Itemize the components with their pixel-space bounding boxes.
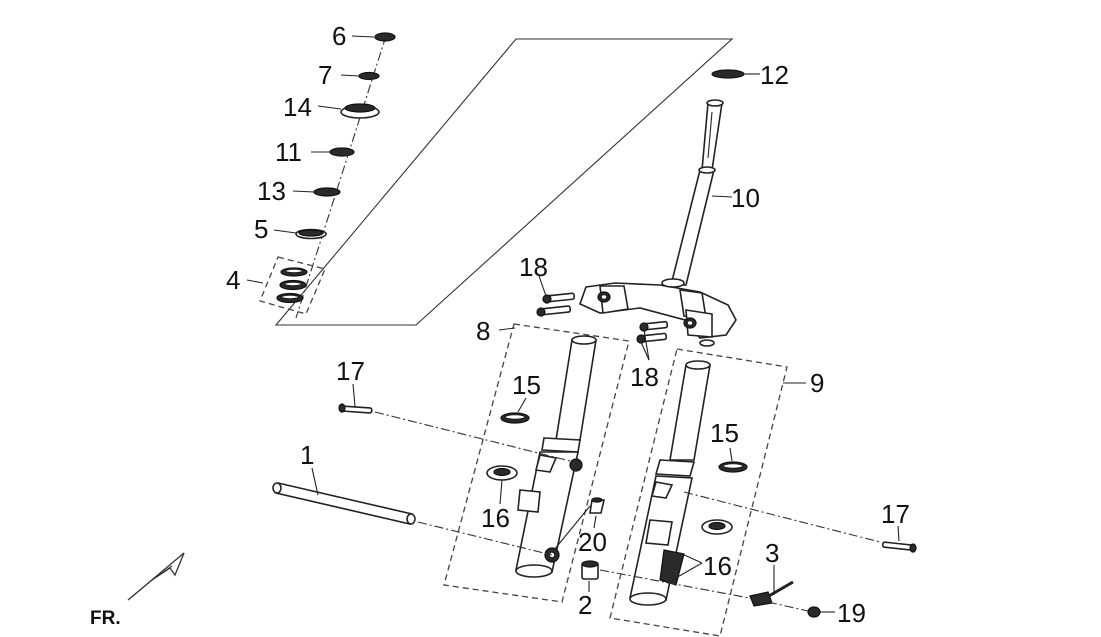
label-part-15-right: 15 <box>710 418 739 448</box>
o-ring-part-15-left <box>500 397 530 424</box>
label-part-17-right: 17 <box>881 499 910 529</box>
label-part-9: 9 <box>810 368 824 398</box>
steering-stem-part-10 <box>669 99 733 286</box>
bearing-set-part-4 <box>246 267 308 304</box>
left-fork-leg <box>515 335 597 578</box>
label-part-6: 6 <box>332 21 346 51</box>
left-fork-box-part-8 <box>443 323 630 603</box>
left-pinch-line <box>374 411 575 463</box>
oil-seal-part-16-right <box>701 519 733 535</box>
right-fork-box-part-9 <box>609 348 788 637</box>
label-part-18-right: 18 <box>630 362 659 392</box>
label-part-10: 10 <box>731 183 760 213</box>
label-part-5: 5 <box>254 214 268 244</box>
washer-part-7 <box>340 71 380 81</box>
label-part-14: 14 <box>283 92 312 122</box>
bottom-cone-race-part-5 <box>273 228 327 240</box>
label-part-13: 13 <box>257 176 286 206</box>
o-ring-part-15-right <box>718 447 748 473</box>
locknut-part-6 <box>351 32 396 42</box>
spacer-part-2 <box>581 560 599 592</box>
right-fork-leg <box>629 360 711 606</box>
label-part-12: 12 <box>760 60 789 90</box>
pinch-bolt-part-17-left <box>338 383 373 414</box>
screw-part-19 <box>807 606 835 618</box>
clamp-bolts-part-18-left <box>536 275 576 317</box>
label-part-11: 11 <box>275 137 302 167</box>
stack-axis-line <box>295 35 387 319</box>
spacer-line <box>599 569 761 601</box>
front-direction-label: FR. <box>90 608 121 629</box>
leader-part-16-right <box>679 552 703 564</box>
label-part-1: 1 <box>300 440 314 470</box>
label-part-16-right: 16 <box>703 551 732 581</box>
label-part-17-left: 17 <box>336 356 365 386</box>
leader-part-16-right-b <box>666 562 703 584</box>
triple-clamp <box>579 278 737 347</box>
top-nut-part-12 <box>711 69 760 79</box>
clamp-bolts-part-18-right <box>636 320 669 361</box>
bearing-set-box-part-4 <box>259 256 326 315</box>
label-part-8: 8 <box>476 316 490 346</box>
label-part-3: 3 <box>765 538 779 568</box>
axle-center-line <box>417 521 553 556</box>
label-part-4: 4 <box>226 265 240 295</box>
label-part-7: 7 <box>318 60 332 90</box>
label-part-15-left: 15 <box>512 370 541 400</box>
screw-line <box>767 601 809 612</box>
label-part-20: 20 <box>578 527 607 557</box>
steering-bearing-frame <box>274 38 734 326</box>
ball-race-part-11 <box>311 147 355 157</box>
top-cone-race-part-14 <box>317 103 380 119</box>
oil-seal-part-16-left <box>486 465 518 505</box>
steel-ball-set-part-13 <box>292 187 341 197</box>
label-part-19: 19 <box>837 598 866 628</box>
drain-bolt-part-20 <box>553 497 606 551</box>
label-part-2: 2 <box>578 590 592 620</box>
label-part-18-left: 18 <box>519 252 548 282</box>
bracket-part-3 <box>749 565 794 607</box>
front-direction-arrow-icon <box>127 552 185 601</box>
front-axle-part-1 <box>272 467 416 525</box>
pinch-bolt-part-17-right <box>881 525 917 553</box>
label-part-16-left: 16 <box>481 503 510 533</box>
leader-part-8 <box>498 327 516 331</box>
